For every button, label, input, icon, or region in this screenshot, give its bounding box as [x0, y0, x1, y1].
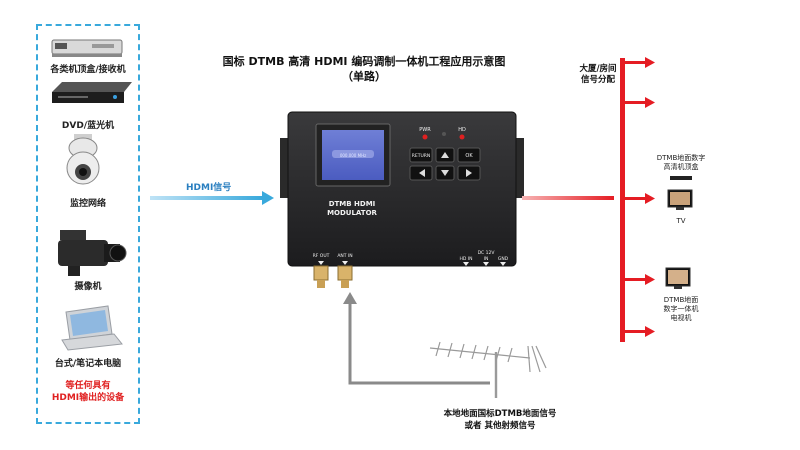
ok-button-label: OK — [465, 153, 473, 159]
down-arrow-icon — [441, 170, 449, 176]
ok-button[interactable] — [457, 147, 481, 163]
antenna-line-2: 或者 其他射频信号 — [464, 421, 536, 431]
tv-with-stb-icon — [667, 176, 693, 210]
brand-line-2: MODULATOR — [327, 209, 377, 217]
ant-in-label: ANT IN — [337, 253, 352, 259]
source-label-laptop: 台式/笔记本电脑 — [54, 359, 122, 369]
ir-sensor-icon — [442, 132, 446, 136]
source-label-stb: 各类机顶盒/接收机 — [50, 65, 126, 75]
output-integrated-line-1: DTMB地面 — [663, 296, 699, 304]
source-note: 等任何具有 HDMI输出的设备 — [33, 380, 143, 404]
output-tv-line-2: 高清机顶盒 — [663, 163, 699, 171]
output-tv-label: DTMB地面数字 高清机顶盒 — [646, 154, 716, 172]
set-top-box-icon — [51, 39, 123, 57]
hd-label: HD — [458, 127, 466, 133]
port-markers — [318, 261, 506, 266]
laptop-icon — [61, 305, 123, 351]
source-note-line-2: HDMI输出的设备 — [51, 393, 125, 403]
distribution-label: 大厦/房间 信号分配 — [566, 64, 630, 86]
distribution-line-1: 大厦/房间 — [579, 64, 617, 74]
output-tv-name: TV — [676, 217, 686, 225]
output-integrated-line-3: 电视机 — [670, 314, 692, 322]
distribution-line-2: 信号分配 — [580, 75, 615, 85]
source-label-surveillance: 监控网络 — [69, 199, 106, 209]
source-label-camera: 摄像机 — [74, 282, 102, 292]
device-keypad — [409, 147, 481, 181]
modulator-device — [280, 111, 524, 267]
source-label-dvd: DVD/蓝光机 — [61, 121, 115, 131]
source-devices-box — [36, 24, 140, 424]
diagram-title: 国标 DTMB 高清 HDMI 编码调制一体机工程应用示意图 （单路） — [184, 54, 544, 84]
surveillance-camera-icon — [66, 134, 100, 185]
video-camera-icon — [58, 230, 127, 276]
pwr-led-icon — [422, 134, 428, 140]
brand-line-1: DTMB HDMI — [329, 200, 376, 208]
ant-in-connector-icon — [337, 265, 353, 288]
antenna-feed-arrow — [343, 292, 490, 385]
up-arrow-icon — [441, 152, 449, 158]
return-button[interactable] — [409, 147, 433, 163]
rf-output-arrow — [522, 196, 614, 200]
left-arrow-icon — [419, 169, 425, 177]
output-integrated-tv-label: DTMB地面 数字一体机 电视机 — [646, 296, 716, 323]
rf-out-label: RF OUT — [313, 253, 330, 259]
gnd-label: GND — [498, 256, 509, 262]
antenna-signal-label: 本地地面国标DTMB地面信号 或者 其他射频信号 — [410, 408, 590, 432]
hdmi-signal-arrow — [150, 191, 274, 205]
hd-led-icon — [459, 134, 465, 140]
yagi-antenna-icon — [429, 341, 547, 398]
source-note-line-1: 等任何具有 — [65, 381, 111, 391]
dc-label-line-2: IN — [484, 256, 489, 262]
antenna-line-1: 本地地面国标DTMB地面信号 — [443, 409, 557, 419]
integrated-tv-icon — [665, 267, 691, 289]
distribution-bus — [620, 57, 655, 342]
pwr-label: PWR — [419, 127, 431, 133]
return-button-label: RETURN — [412, 153, 431, 159]
hd-in-label: HD IN — [460, 256, 473, 262]
title-line-1: 国标 DTMB 高清 HDMI 编码调制一体机工程应用示意图 — [222, 55, 506, 68]
output-tv-line-1: DTMB地面数字 — [656, 154, 706, 162]
output-integrated-line-2: 数字一体机 — [663, 305, 699, 313]
dvd-player-icon — [52, 82, 132, 103]
rf-out-connector-icon — [313, 265, 329, 288]
hdmi-signal-label: HDMI信号 — [186, 183, 232, 193]
title-line-2: （单路） — [342, 70, 386, 83]
screen-text: 000.000 MHz — [340, 153, 366, 158]
dc-label-line-1: DC 12V — [478, 250, 496, 256]
right-arrow-icon — [466, 169, 472, 177]
